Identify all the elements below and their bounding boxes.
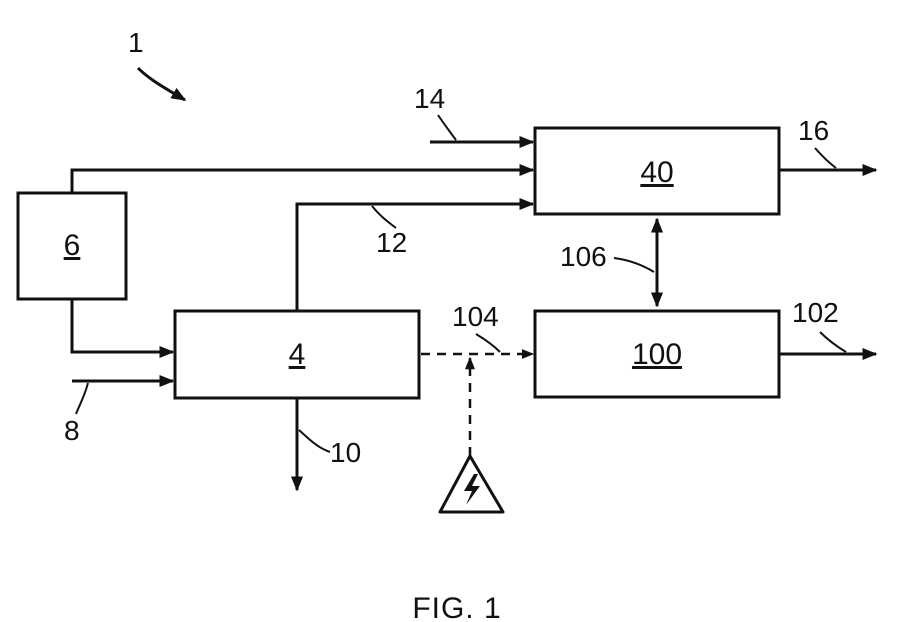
system-ref-arrow (138, 68, 185, 100)
input-8-label: 8 (64, 415, 80, 446)
output-10-leader (299, 430, 330, 452)
figure-caption: FIG. 1 (412, 592, 501, 622)
input-14-leader (438, 115, 456, 140)
output-102-label: 102 (792, 297, 839, 328)
line-12-label: 12 (376, 227, 407, 258)
output-16-label: 16 (798, 115, 829, 146)
output-16-leader (815, 148, 836, 168)
unit-40-block: 40 (535, 128, 779, 214)
link-106-label: 106 (560, 241, 607, 272)
connector-6-to-40 (72, 170, 533, 193)
line-12-leader (372, 206, 396, 228)
output-10-label: 10 (330, 437, 361, 468)
link-106-leader (614, 258, 654, 272)
input-8-leader (76, 383, 88, 414)
lightning-warning-triangle-icon (440, 456, 503, 512)
connector-4-to-40 (297, 204, 533, 311)
unit-4-label: 4 (289, 338, 306, 371)
input-14-label: 14 (414, 83, 445, 114)
unit-4-block: 4 (175, 311, 419, 398)
line-104-leader (476, 334, 500, 352)
unit-40-label: 40 (640, 156, 673, 189)
system-ref-label: 1 (128, 27, 144, 58)
output-102-leader (820, 332, 846, 352)
unit-100-block: 100 (535, 311, 779, 397)
connector-6-to-4 (72, 299, 173, 352)
unit-6-block: 6 (18, 193, 126, 299)
line-104-label: 104 (452, 301, 499, 332)
unit-100-label: 100 (632, 338, 682, 371)
unit-6-label: 6 (64, 229, 81, 262)
